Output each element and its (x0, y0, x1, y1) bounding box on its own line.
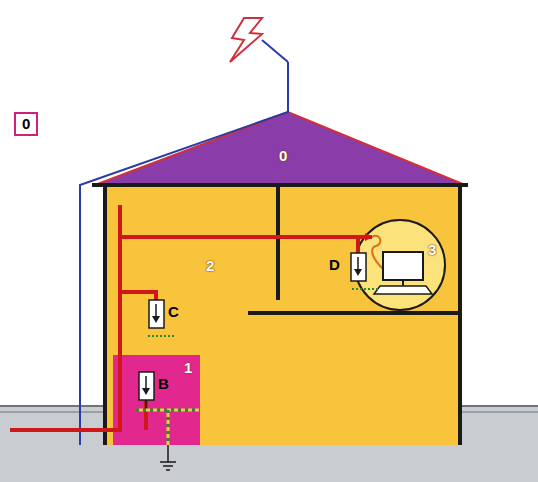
computer-monitor (383, 252, 423, 280)
roof-zone: 0 (95, 112, 465, 185)
computer-keyboard (374, 286, 432, 294)
zone-1 (113, 355, 200, 445)
cable-arrow (365, 233, 373, 241)
earth-bonding (136, 289, 378, 470)
zone-number: 2 (206, 258, 214, 274)
zone-number: C (168, 304, 179, 320)
lightning-conductor (262, 40, 288, 62)
house-body (105, 185, 460, 445)
power-line (10, 205, 372, 430)
lightning-conductor (80, 62, 288, 445)
zone-number: D (329, 257, 340, 273)
house-zone: 2 1B C 3D (105, 185, 460, 445)
walls (92, 185, 468, 445)
zone-number: 0 (279, 148, 287, 164)
computer-stand (402, 280, 404, 286)
spd-symbol (351, 253, 366, 281)
spd-device: D (325, 253, 370, 285)
roof-edge (95, 112, 465, 185)
spd-symbol (149, 300, 164, 328)
zone-number: 0 (22, 116, 30, 132)
zone-number: 3 (428, 242, 436, 258)
spd-device: C (148, 298, 180, 332)
spd-symbol (139, 372, 154, 400)
zone-label-box: 0 (14, 112, 38, 136)
zone-number: 1 (184, 360, 192, 376)
zone-number: B (158, 376, 169, 392)
zone-3-circle: 3 (355, 220, 445, 310)
spd-device: B (138, 370, 170, 404)
pink-zone: 1B (113, 355, 200, 445)
roof (95, 112, 465, 185)
lightning-bolt (230, 18, 262, 62)
zone-3-circle (355, 220, 445, 310)
